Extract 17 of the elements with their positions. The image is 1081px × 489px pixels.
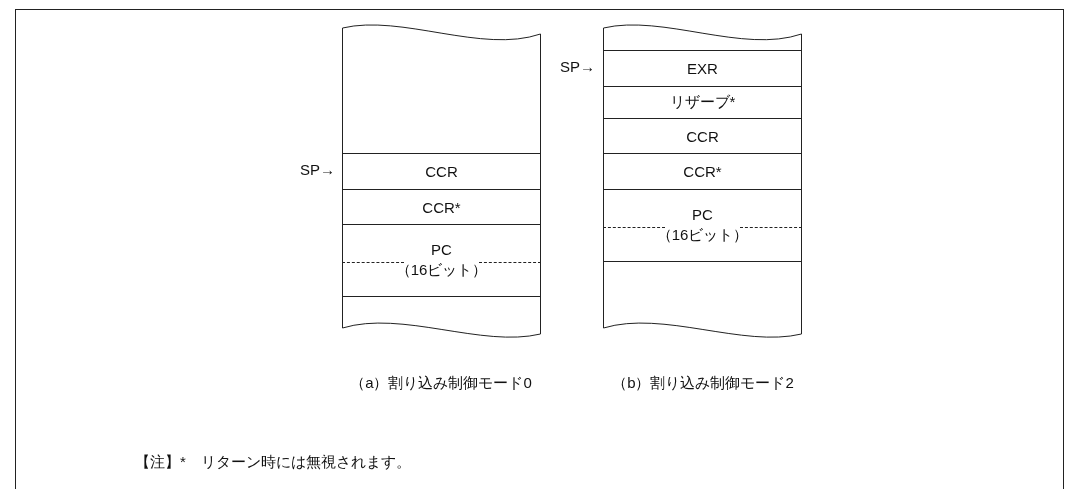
figure-caption: （a）割り込み制御モード0	[350, 374, 532, 393]
cell-text: CCR*	[683, 163, 722, 180]
cell-text: （16ビット）	[656, 226, 749, 245]
cell-text: CCR*	[422, 198, 461, 216]
cell-text: PC	[692, 206, 713, 223]
pointer-label: SP→	[560, 58, 595, 75]
cell-text: CCR	[686, 127, 719, 145]
stack-cell	[603, 189, 802, 262]
cell-text: （16ビット）	[395, 261, 488, 280]
note-text: 【注】* リターン時には無視されます。	[135, 453, 411, 472]
cell-text: CCR	[425, 163, 458, 180]
cell-text: EXR	[687, 60, 718, 77]
stack-cell	[342, 224, 541, 297]
cell-text: リザーブ*	[669, 93, 736, 112]
cell-text: PC	[431, 241, 452, 258]
pointer-label: SP→	[300, 161, 335, 178]
figure-caption: （b）割り込み制御モード2	[612, 374, 794, 393]
